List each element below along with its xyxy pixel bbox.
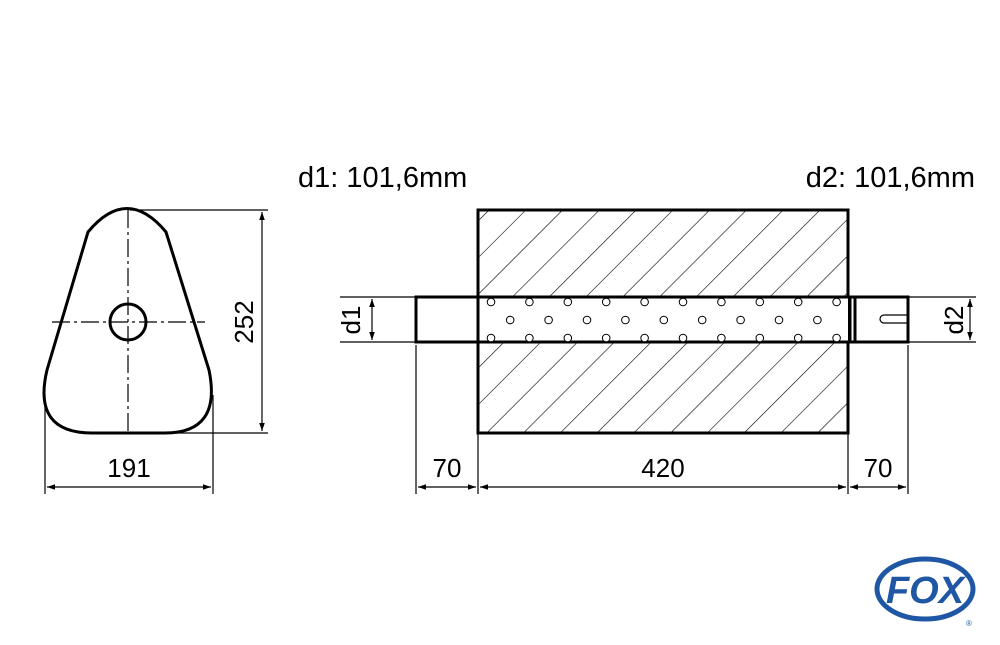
outlet-slot xyxy=(879,314,908,324)
width-dimension: 191 xyxy=(107,453,150,483)
inlet-pipe xyxy=(414,295,480,344)
perforation-hole xyxy=(640,297,649,307)
perforation-hole xyxy=(486,297,496,307)
outlet-pipe xyxy=(848,295,910,344)
perforation-hole xyxy=(563,297,573,307)
perforation-hole xyxy=(678,333,688,343)
d2-dimension: d2 xyxy=(939,306,969,335)
d1-dimension: d1 xyxy=(336,306,366,335)
outlet-length-dimension: 70 xyxy=(864,453,893,483)
body-length-dimension: 420 xyxy=(641,453,684,483)
perforation-hole xyxy=(813,315,822,325)
fox-logo: FOX ® xyxy=(874,556,976,628)
cross-section-view: 252 191 xyxy=(42,207,268,494)
perforation-hole xyxy=(505,315,515,325)
perforation-hole xyxy=(525,333,534,343)
perforation-hole xyxy=(601,297,611,307)
perforation-holes xyxy=(486,297,841,343)
perforation-hole xyxy=(525,297,534,307)
perforation-hole xyxy=(755,297,765,307)
triangular-profile xyxy=(42,207,213,435)
perforation-hole xyxy=(755,333,765,343)
inlet-length-dimension: 70 xyxy=(433,453,462,483)
perforation-hole xyxy=(640,333,649,343)
perforation-hole xyxy=(717,297,726,307)
perforation-hole xyxy=(486,333,496,343)
d1-spec-label: d1: 101,6mm xyxy=(298,162,467,194)
svg-text:FOX: FOX xyxy=(886,570,967,612)
perforation-hole xyxy=(621,315,630,325)
perforation-hole xyxy=(678,297,688,307)
perforation-hole xyxy=(774,315,784,325)
perforation-hole xyxy=(601,333,611,343)
height-dimension: 252 xyxy=(229,300,259,343)
perforation-hole xyxy=(697,315,707,325)
perforation-hole xyxy=(659,315,669,325)
perforation-hole xyxy=(832,297,841,307)
perforation-hole xyxy=(582,315,592,325)
perforation-hole xyxy=(793,333,803,343)
side-view: d1 d2 70 420 70 xyxy=(336,208,976,494)
d2-spec-label: d2: 101,6mm xyxy=(806,162,975,194)
perforation-hole xyxy=(793,297,803,307)
perforation-hole xyxy=(736,315,745,325)
perforation-hole xyxy=(544,315,553,325)
perforation-hole xyxy=(832,333,841,343)
perforation-hole xyxy=(563,333,573,343)
svg-text:®: ® xyxy=(966,619,972,628)
perforation-hole xyxy=(717,333,726,343)
